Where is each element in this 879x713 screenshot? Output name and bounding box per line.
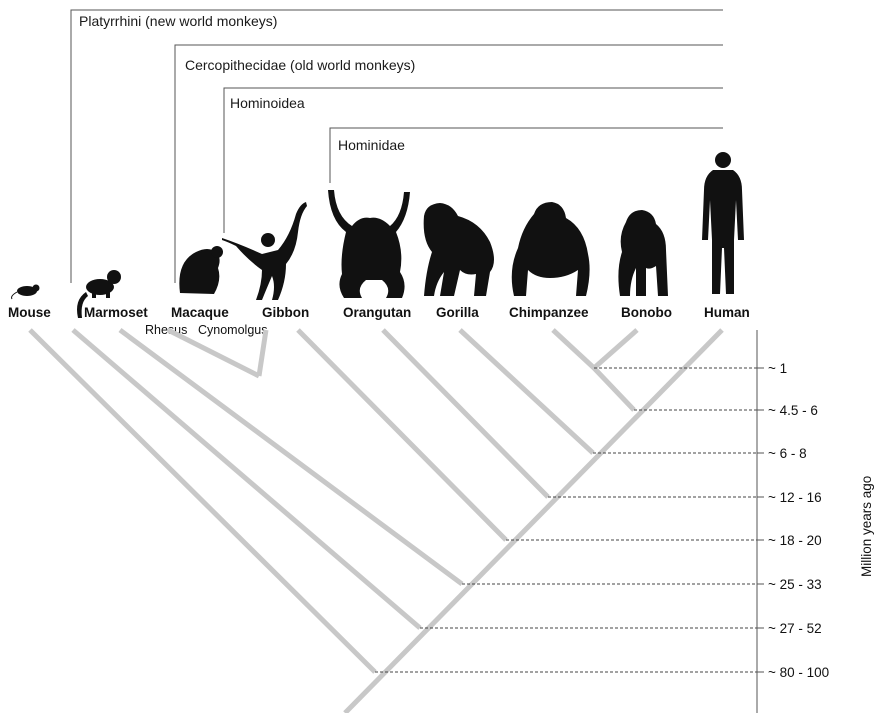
- animal-silhouettes: [12, 152, 744, 318]
- cercopithecidae-label: Cercopithecidae (old world monkeys): [185, 57, 415, 73]
- hominidae-label: Hominidae: [338, 137, 405, 153]
- time-label-5: ~ 18 - 20: [768, 533, 822, 548]
- species-label-marmoset: Marmoset: [84, 305, 148, 320]
- branch-orangutan: [383, 330, 548, 497]
- gorilla-icon: [424, 203, 494, 296]
- branch-mouse: [30, 330, 375, 672]
- time-label-2: ~ 4.5 - 6: [768, 403, 818, 418]
- orangutan-icon: [328, 190, 410, 298]
- macaque-icon: [179, 246, 223, 294]
- species-label-mouse: Mouse: [8, 305, 51, 320]
- branch-marmoset: [73, 330, 420, 628]
- gibbon-icon: [222, 202, 307, 300]
- branch-rhesus: [120, 330, 462, 584]
- branch-bonobo: [594, 330, 637, 368]
- tree-branches: [30, 330, 722, 713]
- branch-human-trunk: [345, 330, 722, 713]
- human-icon: [702, 152, 744, 294]
- time-label-6: ~ 25 - 33: [768, 577, 822, 592]
- mouse-icon: [12, 285, 40, 300]
- species-label-chimpanzee: Chimpanzee: [509, 305, 589, 320]
- platyrrhini-label: Platyrrhini (new world monkeys): [79, 13, 277, 29]
- branch-chimp-bonobo-stem: [594, 368, 634, 410]
- branch-chimpanzee: [553, 330, 594, 368]
- subspecies-label-cynomolgus: Cynomolgus: [198, 323, 267, 337]
- branch-gibbon: [298, 330, 506, 540]
- time-label-3: ~ 6 - 8: [768, 446, 807, 461]
- species-label-human: Human: [704, 305, 750, 320]
- species-label-gorilla: Gorilla: [436, 305, 479, 320]
- chimpanzee-icon: [512, 202, 590, 296]
- time-axis-title: Million years ago: [859, 476, 874, 577]
- hominoidea-label: Hominoidea: [230, 95, 305, 111]
- bonobo-icon: [618, 210, 668, 296]
- time-label-7: ~ 27 - 52: [768, 621, 822, 636]
- species-label-bonobo: Bonobo: [621, 305, 672, 320]
- time-label-1: ~ 1: [768, 361, 787, 376]
- species-label-macaque: Macaque: [171, 305, 229, 320]
- time-label-4: ~ 12 - 16: [768, 490, 822, 505]
- species-label-gibbon: Gibbon: [262, 305, 309, 320]
- species-label-orangutan: Orangutan: [343, 305, 411, 320]
- time-axis-ticks: [757, 368, 764, 672]
- time-label-8: ~ 80 - 100: [768, 665, 829, 680]
